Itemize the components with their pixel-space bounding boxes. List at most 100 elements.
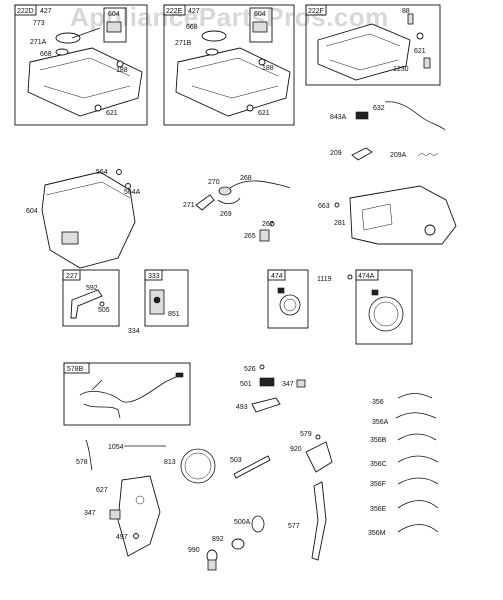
box-474-frame bbox=[267, 269, 309, 329]
box-333-label: 333 bbox=[148, 273, 160, 280]
part-668-b bbox=[205, 48, 219, 56]
part-990-stem bbox=[207, 559, 217, 571]
part-356m bbox=[397, 524, 439, 533]
box-474a-frame bbox=[355, 269, 413, 345]
group-wire-spring[interactable]: 843A 632 209 209A bbox=[330, 101, 446, 161]
part-356 bbox=[397, 393, 433, 399]
group-356-wires[interactable]: 356 356A 356B 356C 356F 356E 356M bbox=[368, 393, 439, 538]
label-271a: 271A bbox=[30, 39, 47, 46]
group-281[interactable]: 663 281 bbox=[318, 185, 457, 245]
group-222d[interactable]: 222D 604 427 773 271A 668 188 621 bbox=[14, 4, 148, 126]
part-577 bbox=[311, 481, 327, 561]
label-188-a: 188 bbox=[116, 67, 128, 74]
group-474[interactable]: 474 bbox=[267, 269, 309, 329]
control-bracket-a bbox=[27, 47, 143, 117]
part-209 bbox=[351, 147, 373, 161]
box-222e-frame bbox=[163, 4, 295, 126]
part-356a bbox=[395, 412, 437, 419]
box-227-frame bbox=[62, 269, 120, 327]
part-281 bbox=[349, 185, 457, 245]
part-188-b bbox=[258, 58, 266, 66]
box-227-label: 227 bbox=[66, 273, 78, 280]
label-621-c: 621 bbox=[414, 48, 426, 55]
ring-inner bbox=[373, 301, 399, 327]
coil-inner bbox=[283, 298, 297, 312]
part-270 bbox=[218, 186, 232, 196]
group-333[interactable]: 333 851 334 bbox=[128, 269, 189, 335]
cover-edge bbox=[45, 181, 131, 199]
label-990: 990 bbox=[188, 547, 200, 554]
group-604-cover[interactable]: 564 564A 604 bbox=[26, 169, 141, 269]
group-lower-mid[interactable]: 578 1054 813 503 579 920 bbox=[76, 431, 333, 484]
label-356a: 356A bbox=[372, 419, 389, 426]
part-621-a bbox=[94, 104, 102, 112]
part-347-a bbox=[296, 379, 306, 388]
harness-wire-c bbox=[91, 379, 103, 391]
group-governor-linkage[interactable]: 270 268 271 269 267 265 bbox=[183, 175, 291, 242]
part-663 bbox=[334, 202, 340, 208]
label-347-b: 347 bbox=[84, 510, 96, 517]
part-356b bbox=[397, 433, 437, 441]
part-474a-ring bbox=[368, 296, 404, 332]
box-604-inset-b bbox=[249, 7, 273, 43]
part-271 bbox=[195, 194, 215, 211]
label-920: 920 bbox=[290, 446, 302, 453]
group-227[interactable]: 227 592 505 bbox=[62, 269, 120, 327]
label-1230: 1230 bbox=[393, 66, 409, 73]
group-switch[interactable]: 526 501 347 493 bbox=[236, 364, 306, 413]
part-347-b bbox=[109, 509, 121, 520]
label-356c: 356C bbox=[370, 461, 387, 468]
part-227-lever bbox=[70, 289, 103, 319]
part-493 bbox=[251, 397, 281, 413]
group-474a[interactable]: 1119 474A bbox=[317, 269, 413, 345]
label-209a: 209A bbox=[390, 152, 407, 159]
part-209a-spring bbox=[417, 152, 439, 157]
label-564a: 564A bbox=[124, 189, 141, 196]
box-604-inset-a bbox=[103, 7, 127, 43]
harness-wire-a bbox=[79, 375, 179, 403]
label-427-a: 427 bbox=[40, 8, 52, 15]
part-564 bbox=[116, 169, 122, 175]
group-222e[interactable]: 222E 604 427 668 271B 188 621 bbox=[163, 4, 295, 126]
label-1119: 1119 bbox=[317, 276, 332, 283]
box-578b-tab bbox=[63, 362, 90, 374]
box-474a-label: 474A bbox=[358, 273, 375, 280]
box-333-frame bbox=[144, 269, 189, 327]
bracket-detail-a bbox=[39, 57, 131, 99]
label-334: 334 bbox=[128, 328, 140, 335]
part-505 bbox=[99, 301, 105, 307]
group-627[interactable]: 627 347 497 bbox=[84, 475, 161, 557]
part-813-clamp bbox=[180, 448, 216, 484]
box-222e-label: 222E bbox=[166, 8, 183, 15]
label-773: 773 bbox=[33, 20, 45, 27]
group-578b[interactable]: 578B bbox=[63, 362, 191, 426]
label-269: 269 bbox=[220, 211, 232, 218]
part-627 bbox=[117, 475, 161, 557]
part-265 bbox=[259, 229, 270, 242]
harness-plug bbox=[175, 372, 184, 378]
part-920 bbox=[305, 441, 333, 473]
box-604a-label: 604 bbox=[108, 11, 120, 18]
part-632-wire bbox=[384, 101, 446, 131]
harness-wire-b bbox=[83, 403, 121, 419]
label-621-a: 621 bbox=[106, 110, 118, 117]
housing-window bbox=[361, 203, 393, 231]
label-497: 497 bbox=[116, 534, 128, 541]
watermark: AppliancePartsPros.com bbox=[70, 2, 389, 32]
cover-latch bbox=[61, 231, 79, 245]
group-bottom[interactable]: 500A 577 892 990 bbox=[188, 481, 327, 571]
part-474-coil bbox=[279, 294, 301, 316]
group-222f[interactable]: 222F 88 621 1230 bbox=[305, 4, 441, 86]
part-356c bbox=[397, 455, 439, 463]
label-356e: 356E bbox=[370, 506, 387, 513]
label-500a: 500A bbox=[234, 519, 251, 526]
label-621-b: 621 bbox=[258, 110, 270, 117]
leader-a bbox=[71, 27, 101, 39]
part-668-a bbox=[55, 48, 69, 56]
part-497 bbox=[133, 533, 139, 539]
part-579 bbox=[315, 434, 321, 440]
ring-plug bbox=[371, 289, 379, 296]
part-526 bbox=[259, 364, 265, 370]
label-501: 501 bbox=[240, 381, 252, 388]
